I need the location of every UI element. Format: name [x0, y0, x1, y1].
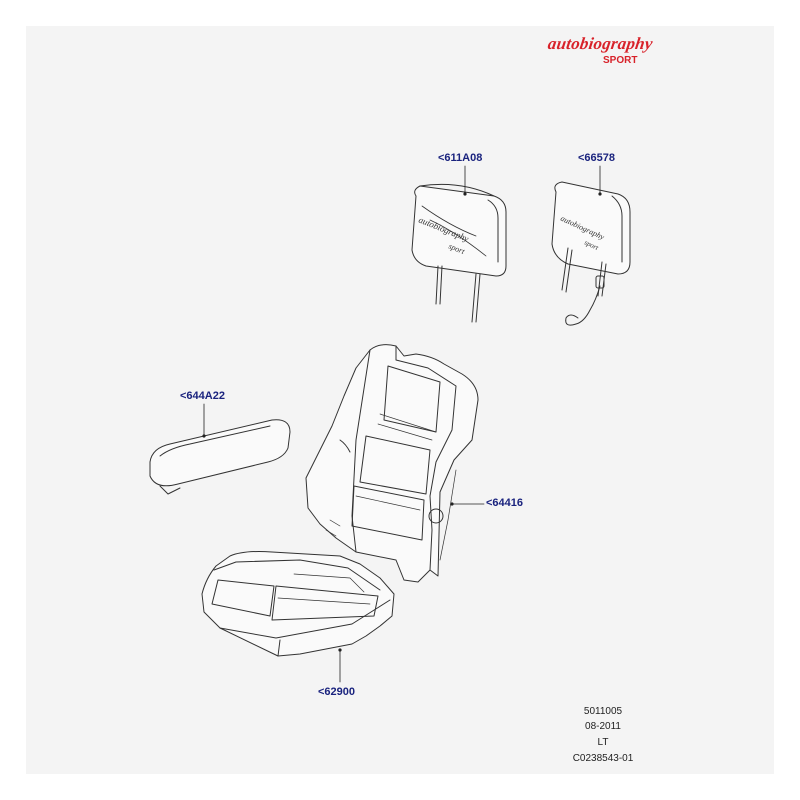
- callout-headrest-right[interactable]: <66578: [578, 152, 616, 164]
- callout-seat-back[interactable]: <64416: [486, 497, 524, 509]
- seat-cushion-part[interactable]: [201, 551, 395, 657]
- callout-headrest-left[interactable]: <611A08: [438, 152, 483, 164]
- brand-logo: autobiography: [546, 34, 655, 53]
- reference-date: 08-2011: [585, 721, 621, 732]
- reference-code: 5011005: [583, 706, 623, 717]
- leader-lines: [202, 165, 602, 683]
- brand-logo-sub: SPORT: [603, 55, 638, 66]
- callout-seat-cushion[interactable]: <62900: [318, 686, 356, 698]
- reference-drawing-id: C0238543-01: [572, 753, 634, 764]
- armrest-part[interactable]: [149, 419, 291, 495]
- seat-back-part[interactable]: [305, 344, 479, 583]
- callout-armrest[interactable]: <644A22: [180, 390, 225, 402]
- reference-variant: LT: [597, 737, 609, 748]
- headrest-left-part[interactable]: autobiography sport: [411, 183, 507, 323]
- headrest-right-part[interactable]: autobiography sport: [551, 181, 631, 326]
